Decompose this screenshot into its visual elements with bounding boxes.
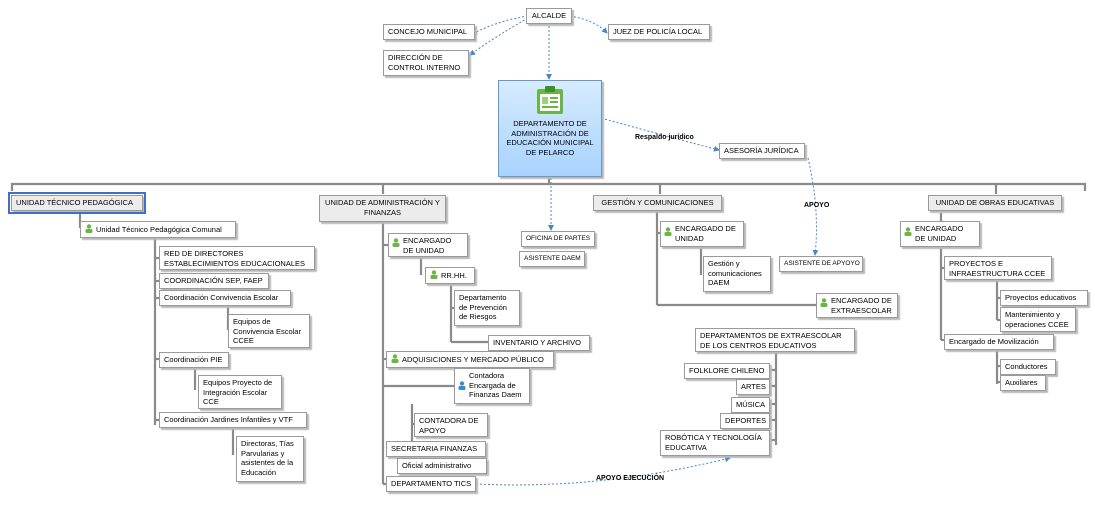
deportes-node[interactable]: DEPORTES (720, 413, 770, 429)
conductores-node[interactable]: Conductores (1000, 359, 1056, 375)
artes-node[interactable]: ARTES (736, 379, 770, 395)
utp-comunal-label: Unidad Técnico Pedagógica Comunal (96, 225, 222, 234)
uoe-encargado-node[interactable]: ENCARGADO DE UNIDAD (900, 221, 980, 247)
juez-policia-local-node[interactable]: JUEZ DE POLICÍA LOCAL (608, 24, 710, 40)
auxiliares-node[interactable]: Auxiliares (1000, 375, 1046, 391)
asistente-daem-node[interactable]: ASISTENTE DAEM (519, 251, 585, 267)
contadora-encargada-label: Contadora Encargada de Finanzas Daem (469, 371, 522, 399)
person-icon (820, 298, 828, 307)
respaldo-juridico-label: Respaldo jurídico (635, 134, 694, 141)
oficina-partes-node[interactable]: OFICINA DE PARTES (521, 231, 595, 247)
coordinacion-convivencia-node[interactable]: Coordinación Convivencia Escolar (159, 290, 291, 306)
rrhh-node[interactable]: RR.HH. (425, 267, 475, 284)
coordinacion-pie-node[interactable]: Coordinación PIE (159, 352, 229, 368)
person-icon (664, 227, 672, 236)
uaf-encargado-label: ENCARGADO DE UNIDAD (403, 236, 452, 255)
uaf-branch-node[interactable]: UNIDAD DE ADMINISTRACIÓN Y FINANZAS (319, 195, 446, 222)
adquisiciones-node[interactable]: ADQUISICIONES Y MERCADO PÚBLICO (386, 351, 554, 368)
directoras-node[interactable]: Directoras, Tías Parvularias y asistente… (236, 436, 304, 482)
gc-encargado-label: ENCARGADO DE UNIDAD (675, 224, 736, 243)
proyectos-infraestructura-node[interactable]: PROYECTOS E INFRAESTRUCTURA CCEE (944, 256, 1052, 280)
coordinacion-sep-node[interactable]: COORDINACIÓN SEP, FAEP (159, 273, 269, 289)
contadora-apoyo-node[interactable]: CONTADORA DE APOYO (414, 413, 488, 437)
uaf-encargado-node[interactable]: ENCARGADO DE UNIDAD (388, 233, 468, 257)
central-topic-label: DEPARTAMENTO DE ADMINISTRACIÓN DE EDUCAC… (506, 119, 594, 157)
prevencion-riesgos-node[interactable]: Departamento de Prevención de Riesgos (454, 290, 520, 326)
departamento-tics-node[interactable]: DEPARTAMENTO TICS (386, 476, 476, 492)
robotica-node[interactable]: ROBÓTICA Y TECNOLOGÍA EDUCATIVA (660, 430, 770, 456)
gestion-comunicaciones-node[interactable]: Gestión y comunicaciones DAEM (703, 256, 771, 292)
rrhh-label: RR.HH. (441, 271, 467, 280)
apoyo-ejecucion-label: APOYO EJECUCIÓN (596, 475, 665, 482)
utp-branch-node[interactable]: UNIDAD TÉCNICO PEDAGÓGICA (8, 192, 146, 214)
person-icon (391, 354, 399, 363)
uoe-encargado-label: ENCARGADO DE UNIDAD (915, 224, 964, 243)
person-icon (392, 238, 400, 247)
alcalde-node[interactable]: ALCALDE (526, 8, 572, 24)
apoyo-label: APOYO (804, 202, 830, 209)
equipos-pie-node[interactable]: Equipos Proyecto de Integración Escolar … (198, 375, 282, 409)
person-icon (458, 381, 466, 390)
oficial-administrativo-node[interactable]: Oficial administrativo (397, 458, 487, 474)
utp-comunal-node[interactable]: Unidad Técnico Pedagógica Comunal (80, 221, 236, 238)
proyectos-educativos-node[interactable]: Proyectos educativos (1000, 290, 1088, 306)
gc-encargado-node[interactable]: ENCARGADO DE UNIDAD (660, 221, 744, 247)
coordinacion-jardines-node[interactable]: Coordinación Jardines Infantiles y VTF (159, 412, 307, 428)
departamentos-extraescolar-node[interactable]: DEPARTAMENTOS DE EXTRAESCOLAR DE LOS CEN… (695, 328, 855, 352)
musica-node[interactable]: MÚSICA (731, 397, 770, 413)
encargado-extraescolar-node[interactable]: ENCARGADO DE EXTRAESCOLAR (816, 293, 898, 318)
encargado-extraescolar-label: ENCARGADO DE EXTRAESCOLAR (831, 296, 892, 315)
inventario-archivo-node[interactable]: INVENTARIO Y ARCHIVO (488, 335, 590, 351)
contadora-encargada-node[interactable]: Contadora Encargada de Finanzas Daem (454, 368, 530, 404)
central-topic-node[interactable]: DEPARTAMENTO DE ADMINISTRACIÓN DE EDUCAC… (498, 80, 602, 177)
movilizacion-node[interactable]: Encargado de Movilización (944, 334, 1054, 350)
red-directores-node[interactable]: RED DE DIRECTORES ESTABLECIMIENTOS EDUCA… (159, 246, 315, 270)
person-icon (904, 227, 912, 236)
id-card-icon (537, 86, 563, 114)
uoe-branch-node[interactable]: UNIDAD DE OBRAS EDUCATIVAS (928, 195, 1062, 211)
asistente-apoyo-node[interactable]: ASISTENTE DE APYOYO (779, 256, 863, 272)
mantenimiento-node[interactable]: Mantenimiento y operaciones CCEE (1000, 307, 1076, 332)
person-icon (430, 270, 438, 279)
gc-branch-node[interactable]: GESTIÓN Y COMUNICACIONES (593, 195, 722, 211)
adquisiciones-label: ADQUISICIONES Y MERCADO PÚBLICO (402, 355, 544, 364)
concejo-municipal-node[interactable]: CONCEJO MUNICIPAL (383, 24, 475, 40)
person-icon (85, 224, 93, 233)
direccion-control-interno-node[interactable]: DIRECCIÓN DE CONTROL INTERNO (383, 50, 469, 76)
equipos-convivencia-node[interactable]: Equipos de Convivencia Escolar CCEE (228, 314, 310, 348)
folklore-node[interactable]: FOLKLORE CHILENO (684, 363, 770, 379)
secretaria-finanzas-node[interactable]: SECRETARIA FINANZAS (386, 441, 486, 457)
asesoria-juridica-node[interactable]: ASESORÍA JURÍDICA (719, 143, 805, 159)
